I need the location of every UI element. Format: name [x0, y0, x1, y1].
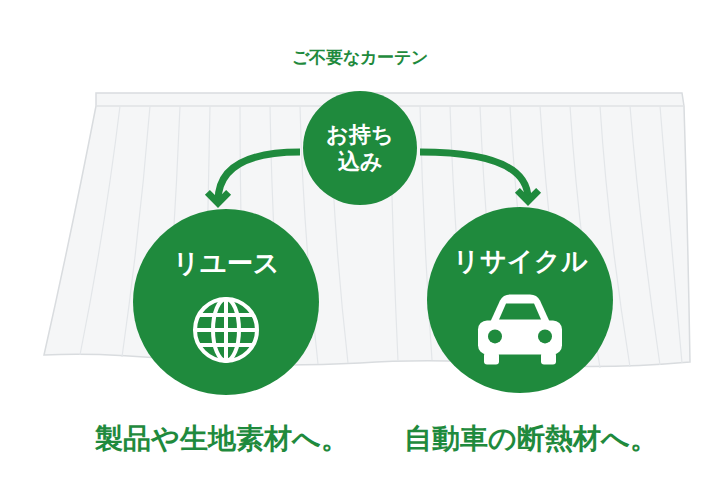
circle-node: リサイクル [427, 207, 613, 393]
caption-text: 製品や生地素材へ。 [95, 420, 349, 458]
circle-shape [303, 91, 417, 205]
caption-text: 自動車の断熱材へ。 [404, 420, 658, 458]
curved-arrow [207, 152, 300, 203]
globe-icon [195, 299, 257, 361]
heading-text: ご不要なカーテン [0, 46, 720, 69]
circle-shape [427, 207, 613, 393]
node-label: お持ち 込み [324, 121, 397, 176]
circle-shape [133, 209, 319, 395]
node-label: リサイクル [427, 245, 613, 278]
curved-arrow [420, 152, 539, 201]
node-label: リユース [133, 247, 319, 280]
car-icon [478, 294, 562, 364]
circle-node: リユース [133, 209, 319, 395]
circle-node: お持ち 込み [303, 91, 417, 205]
